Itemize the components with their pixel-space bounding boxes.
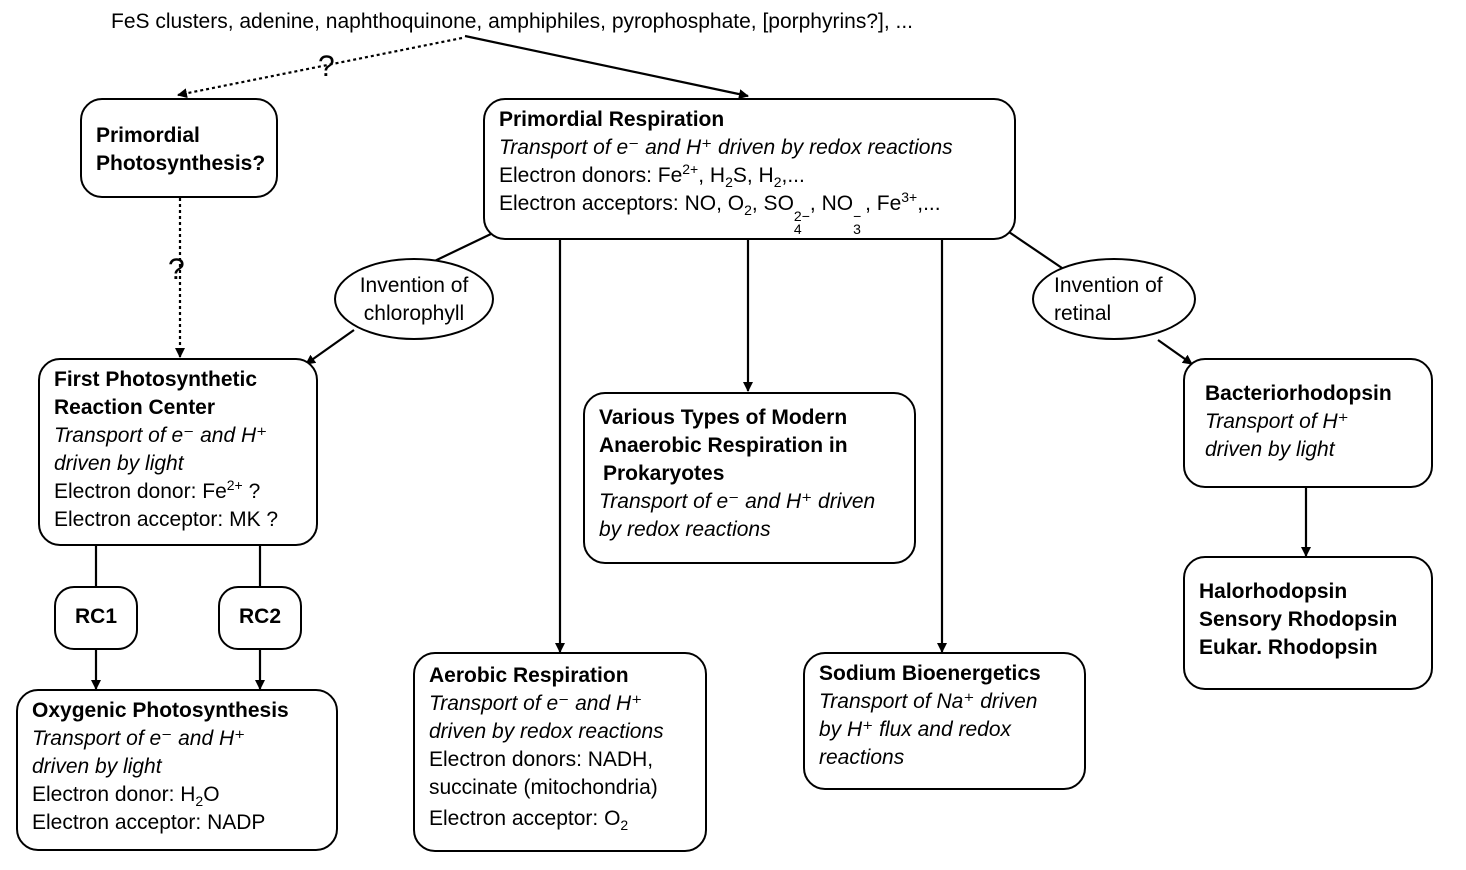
invention-of-retinal-ellipse: Invention of retinal (1032, 258, 1196, 340)
chlorophyll-line1: Invention of (359, 274, 469, 297)
arrow-retinal-to-bacteriorhodopsin (1157, 339, 1193, 365)
oxygenic-donor: Electron donor: H2O (32, 783, 220, 809)
precursor-molecules-label: FeS clusters, adenine, naphthoquinone, a… (111, 10, 914, 33)
aerobic-sub2: driven by redox reactions (429, 720, 664, 743)
oxygenic-photosynthesis-box: Oxygenic Photosynthesis Transport of e⁻ … (16, 689, 338, 851)
oxygenic-sub1: Transport of e⁻ and H⁺ (32, 727, 246, 750)
primordial-respiration-subtitle: Transport of e⁻ and H⁺ driven by redox r… (499, 136, 953, 159)
oxygenic-sub2: driven by light (32, 755, 162, 778)
aerobic-donors2: succinate (mitochondria) (429, 776, 658, 799)
bacteriorhodopsin-box: Bacteriorhodopsin Transport of H⁺ driven… (1183, 358, 1433, 488)
primordial-respiration-donors: Electron donors: Fe2+, H2S, H2,... (499, 161, 805, 190)
retinal-line1: Invention of (1054, 274, 1163, 297)
rc1-box: RC1 (54, 586, 138, 650)
sodium-sub1: Transport of Na⁺ driven (819, 690, 1038, 713)
rc2-box: RC2 (218, 586, 302, 650)
bacteriorhodopsin-title: Bacteriorhodopsin (1205, 382, 1392, 405)
first-rc-title1: First Photosynthetic (54, 368, 258, 391)
bacteriorhodopsin-sub2: driven by light (1205, 438, 1335, 461)
primordial-photosynthesis-line1: Primordial (96, 124, 200, 147)
arrow-chlorophyll-to-first-rc (305, 329, 355, 365)
first-rc-title2: Reaction Center (54, 396, 216, 419)
first-rc-donor: Electron donor: Fe2+ ? (54, 477, 261, 503)
invention-of-chlorophyll-ellipse: Invention of chlorophyll (334, 258, 494, 340)
aerobic-sub1: Transport of e⁻ and H⁺ (429, 692, 643, 715)
primordial-respiration-box: Primordial Respiration Transport of e⁻ a… (483, 98, 1016, 240)
retinal-line2: retinal (1054, 302, 1112, 325)
first-rc-sub1: Transport of e⁻ and H⁺ (54, 424, 268, 447)
oxygenic-acceptor: Electron acceptor: NADP (32, 811, 266, 834)
halorhodopsin-label: Halorhodopsin (1199, 580, 1348, 603)
anaerobic-respiration-box: Various Types of Modern Anaerobic Respir… (583, 392, 916, 564)
rhodopsins-box: Halorhodopsin Sensory Rhodopsin Eukar. R… (1183, 556, 1433, 690)
sodium-bioenergetics-box: Sodium Bioenergetics Transport of Na⁺ dr… (803, 652, 1086, 790)
question-mark-middle: ? (168, 253, 185, 286)
question-mark-top: ? (318, 50, 335, 83)
primordial-respiration-title: Primordial Respiration (499, 108, 725, 131)
anaerobic-title3: Prokaryotes (603, 462, 725, 485)
line-to-retinal-ellipse (1005, 229, 1063, 269)
aerobic-acceptor: Electron acceptor: O2 (429, 807, 629, 833)
bacteriorhodopsin-sub1: Transport of H⁺ (1205, 410, 1349, 433)
arrow-to-primordial-respiration (464, 34, 749, 100)
anaerobic-title1: Various Types of Modern (599, 406, 848, 429)
sensory-rhodopsin-label: Sensory Rhodopsin (1199, 608, 1398, 631)
anaerobic-title2: Anaerobic Respiration in (599, 434, 848, 457)
primordial-photosynthesis-box: Primordial Photosynthesis? (80, 98, 278, 198)
first-rc-acceptor: Electron acceptor: MK ? (54, 508, 279, 531)
anaerobic-sub2: by redox reactions (599, 518, 771, 541)
chlorophyll-line2: chlorophyll (363, 302, 465, 325)
eukar-rhodopsin-label: Eukar. Rhodopsin (1199, 636, 1378, 659)
first-photosynthetic-rc-box: First Photosynthetic Reaction Center Tra… (38, 358, 318, 546)
sodium-sub2: by H⁺ flux and redox (819, 718, 1012, 741)
aerobic-donors1: Electron donors: NADH, (429, 748, 654, 771)
sodium-sub3: reactions (819, 746, 905, 769)
aerobic-title: Aerobic Respiration (429, 664, 629, 687)
first-rc-sub2: driven by light (54, 452, 184, 475)
anaerobic-sub1: Transport of e⁻ and H⁺ driven (599, 490, 876, 513)
primordial-photosynthesis-line2: Photosynthesis? (96, 152, 266, 175)
aerobic-respiration-box: Aerobic Respiration Transport of e⁻ and … (413, 652, 707, 852)
dotted-arrow-to-primordial-photosynthesis (177, 36, 463, 99)
oxygenic-title: Oxygenic Photosynthesis (32, 699, 289, 722)
sodium-title: Sodium Bioenergetics (819, 662, 1041, 685)
